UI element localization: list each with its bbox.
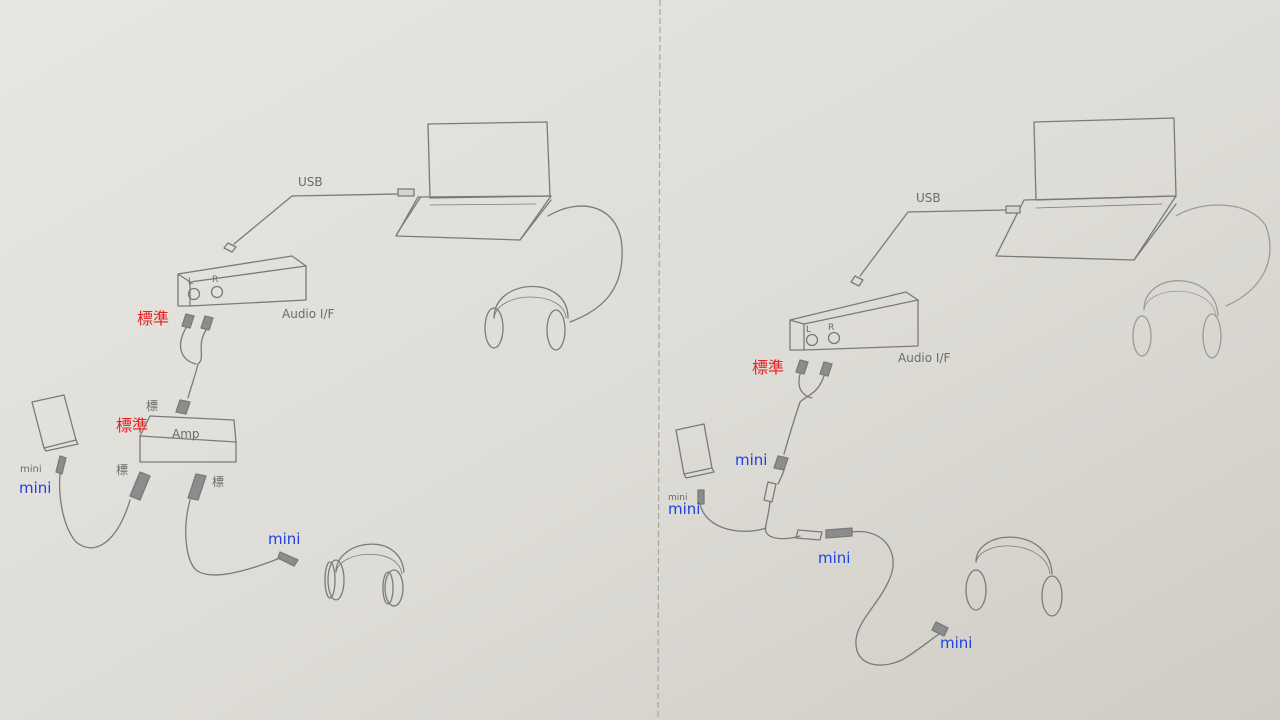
- headphones-lower-right: [965, 536, 1063, 617]
- splitter-cables-right: [697, 481, 949, 666]
- mini-annotation-phone-right: mini: [668, 500, 701, 518]
- std-mark-amp-top-left: 標: [146, 399, 158, 413]
- mini-annotation-extension-right: mini: [818, 549, 851, 567]
- std-mark-amp-bottom-a-left: 標: [116, 463, 128, 477]
- amp-label-left: Amp: [172, 427, 200, 441]
- phone-right: [675, 423, 715, 479]
- left-channel-label-left: L: [188, 277, 193, 287]
- standard-plugs-left: [175, 313, 214, 415]
- right-channel-label-left: R: [212, 275, 218, 285]
- mini-annotation-plug-right: mini: [735, 451, 768, 469]
- mini-annotation-headphones-right: mini: [940, 634, 973, 652]
- amp-box-left: [139, 415, 237, 463]
- mini-annotation-phone-left: mini: [19, 479, 52, 497]
- std-mark-amp-bottom-b-left: 標: [212, 475, 224, 489]
- usb-label-left: USB: [298, 175, 323, 189]
- mini-mark-phone-left: mini: [20, 464, 42, 475]
- standard-annotation-if-right: 標準: [752, 358, 785, 377]
- usb-cable-right: [850, 205, 1021, 287]
- phone-left: [31, 394, 79, 452]
- usb-label-right: USB: [916, 191, 941, 205]
- mini-mark-phone-right: mini: [668, 493, 687, 503]
- left-channel-label-right: L: [806, 325, 811, 335]
- amp-to-headphones-cable-left: [185, 473, 299, 576]
- laptop-right: [995, 117, 1177, 261]
- audio-if-label-left: Audio I/F: [282, 307, 335, 321]
- headphones-upper-left: [484, 205, 623, 351]
- audio-interface-left: [177, 255, 307, 307]
- standard-plugs-right: [773, 359, 833, 485]
- standard-annotation-amp-left: 標準: [116, 416, 149, 435]
- paper-center-divider: [657, 0, 661, 720]
- audio-interface-right: [789, 291, 919, 351]
- usb-cable-left: [223, 188, 415, 253]
- headphones-lower-left: [324, 543, 405, 607]
- standard-annotation-if-left: 標準: [137, 309, 170, 328]
- phone-to-amp-cable-left: [55, 455, 151, 549]
- laptop-left: [395, 121, 552, 241]
- right-channel-label-right: R: [828, 323, 834, 333]
- mini-annotation-headphones-left: mini: [268, 530, 301, 548]
- headphones-upper-right: [1132, 204, 1271, 359]
- audio-if-label-right: Audio I/F: [898, 351, 951, 365]
